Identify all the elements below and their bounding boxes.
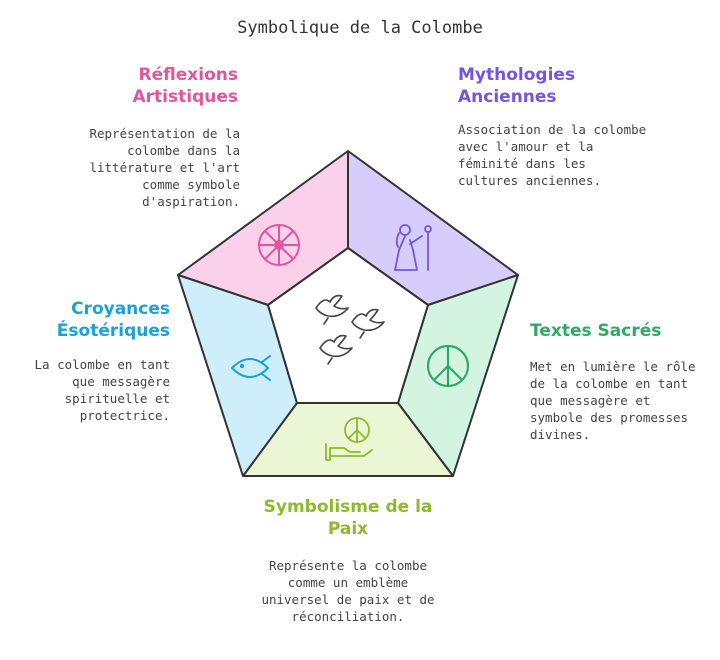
- peace-symbol-icon: [426, 344, 470, 388]
- textes-description: Met en lumière le rôle de la colombe en …: [530, 359, 696, 442]
- diagram-title: Symbolique de la Colombe: [237, 18, 483, 38]
- center-pentagon: [267, 247, 429, 404]
- fish-icon: [231, 355, 271, 381]
- mythologies-heading: Mythologies Anciennes: [458, 65, 576, 107]
- reflexions-heading: Réflexions Artistiques: [132, 65, 239, 107]
- dharma-wheel-icon: [258, 224, 300, 266]
- croyances-heading: Croyances Ésotériques: [56, 299, 170, 341]
- paix-description: Représente la colombe comme un emblème u…: [261, 558, 435, 624]
- mythologies-description: Association de la colombe avec l'amour e…: [458, 122, 647, 188]
- reflexions-description: Représentation de la colombe dans la lit…: [89, 126, 240, 209]
- goddess-icon: [394, 224, 432, 271]
- paix-heading: Symbolisme de la Paix: [263, 497, 433, 539]
- textes-heading: Textes Sacrés: [530, 321, 662, 341]
- doves-icon: [315, 294, 385, 365]
- hand-peace-icon: [325, 417, 373, 461]
- croyances-description: La colombe en tant que messagère spiritu…: [34, 357, 170, 423]
